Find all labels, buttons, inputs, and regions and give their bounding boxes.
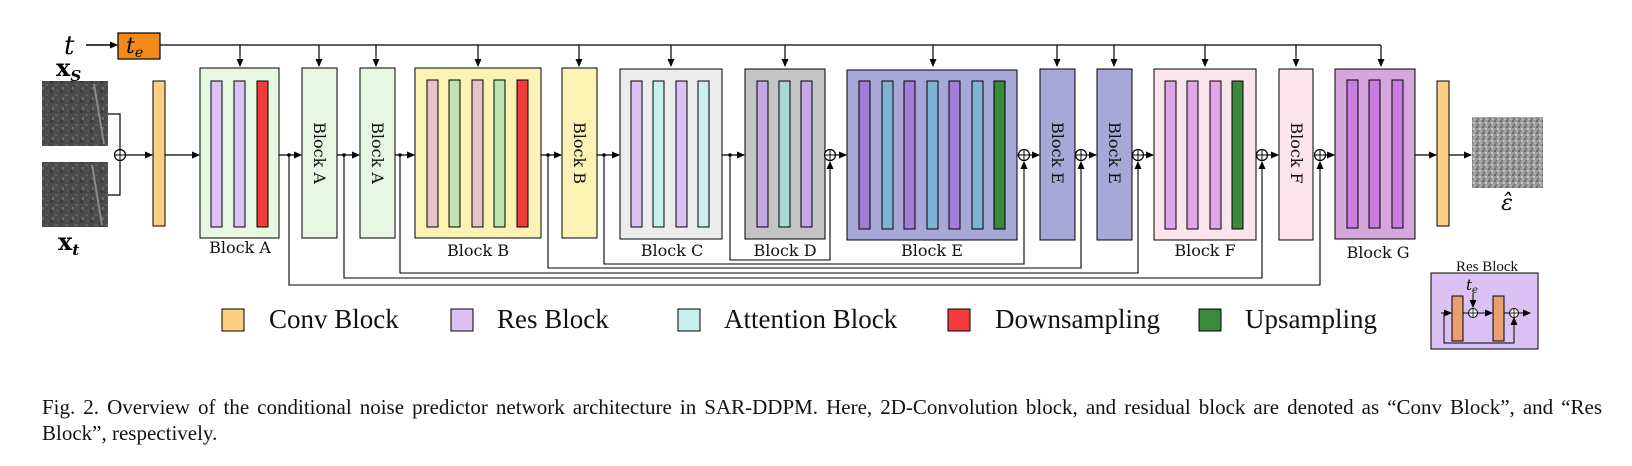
downsample-layer [516, 79, 529, 228]
res-layer [630, 80, 643, 228]
time-embed-label: te [126, 34, 143, 61]
svg-text:Downsampling: Downsampling [995, 304, 1160, 334]
predicted-noise-image [1472, 117, 1543, 188]
res-layer [800, 80, 813, 228]
time-label: t [64, 31, 75, 61]
block-c-label: Block C [641, 241, 704, 260]
block-a-collapsed-1: Block A [301, 67, 338, 239]
block-a-collapsed-2: Block A [359, 67, 396, 239]
attention-layer [448, 79, 461, 228]
legend-swatch [450, 308, 474, 332]
svg-text:Block A: Block A [368, 122, 387, 184]
svg-text:Res Block: Res Block [497, 304, 609, 334]
svg-text:Block E: Block E [1048, 122, 1067, 184]
res-layer [948, 80, 961, 230]
skip-connections [288, 155, 1324, 286]
xt-label: xt [58, 227, 79, 259]
block-b-label: Block B [447, 241, 509, 260]
res-layer [756, 80, 769, 228]
attention-layer [493, 79, 506, 228]
block-a-label: Block A [209, 238, 271, 257]
inset-conv-layer [1451, 295, 1464, 342]
attention-layer [697, 80, 710, 228]
legend-swatch [677, 308, 701, 332]
inset-conv-layer [1492, 295, 1505, 342]
attention-layer [971, 80, 984, 230]
attention-layer [652, 80, 665, 228]
sar-input-image-xt [42, 162, 108, 227]
output-label: ε̂ [1501, 191, 1513, 216]
attention-layer [926, 80, 939, 230]
block-d-detail: Block D [744, 68, 826, 260]
downsample-layer [256, 80, 269, 228]
legend: Conv Block Res Block Attention Block Dow… [221, 304, 1377, 334]
block-e-detail: Block E [846, 69, 1018, 260]
inset-title: Res Block [1456, 259, 1519, 275]
res-layer [1164, 80, 1177, 230]
res-layer [903, 80, 916, 230]
res-layer [1346, 79, 1359, 229]
time-embedding-path: t te [64, 31, 1385, 67]
legend-item-conv: Conv Block [221, 304, 399, 334]
block-d-label: Block D [753, 241, 816, 260]
svg-text:Block F: Block F [1287, 122, 1306, 183]
res-layer [1209, 80, 1222, 230]
architecture-diagram: t te xS xt [42, 31, 1543, 350]
xs-label: xS [56, 53, 81, 85]
svg-text:Upsampling: Upsampling [1245, 304, 1377, 334]
block-c-detail: Block C [619, 68, 723, 260]
block-e-label: Block E [901, 241, 963, 260]
res-layer [675, 80, 688, 228]
res-layer [1186, 80, 1199, 230]
inset-te-label: te [1466, 276, 1478, 296]
conv-block-output [1436, 80, 1450, 227]
block-b-detail: Block B [414, 67, 542, 260]
concat-op [113, 148, 127, 162]
svg-text:Block B: Block B [570, 122, 589, 184]
block-g-label: Block G [1346, 243, 1409, 262]
figure-caption: Fig. 2. Overview of the conditional nois… [42, 395, 1602, 445]
block-f-collapsed: Block F [1278, 68, 1314, 241]
legend-item-downsampling: Downsampling [947, 304, 1160, 334]
upsample-layer [993, 80, 1006, 230]
legend-swatch [947, 308, 971, 332]
res-block-inset: Res Block te [1430, 259, 1539, 350]
res-layer [1391, 79, 1404, 229]
time-embed-box [117, 32, 161, 60]
block-f-label: Block F [1174, 241, 1235, 260]
legend-swatch [221, 308, 245, 332]
res-layer [471, 79, 484, 228]
res-layer [858, 80, 871, 230]
legend-item-res: Res Block [450, 304, 609, 334]
svg-text:Block E: Block E [1105, 122, 1124, 184]
attention-layer [881, 80, 894, 230]
block-e-collapsed-1: Block E [1039, 68, 1076, 241]
res-layer [1368, 79, 1381, 229]
block-a-detail: Block A [199, 67, 280, 257]
res-layer [233, 80, 246, 228]
svg-text:Attention Block: Attention Block [724, 304, 898, 334]
conv-block-input [152, 80, 166, 227]
res-layer [210, 80, 223, 228]
attention-layer [778, 80, 791, 228]
legend-item-upsampling: Upsampling [1198, 304, 1377, 334]
sar-input-image-xs [42, 81, 108, 146]
block-b-collapsed: Block B [561, 67, 598, 239]
input-images: xS xt [42, 53, 121, 259]
svg-text:Block A: Block A [310, 122, 329, 184]
block-g-detail: Block G [1334, 68, 1416, 262]
upsample-layer [1231, 80, 1244, 230]
legend-swatch [1198, 308, 1222, 332]
block-f-detail: Block F [1153, 68, 1257, 260]
block-e-collapsed-2: Block E [1096, 68, 1133, 241]
legend-item-attention: Attention Block [677, 304, 898, 334]
svg-text:Conv Block: Conv Block [269, 304, 399, 334]
res-layer [426, 79, 439, 228]
